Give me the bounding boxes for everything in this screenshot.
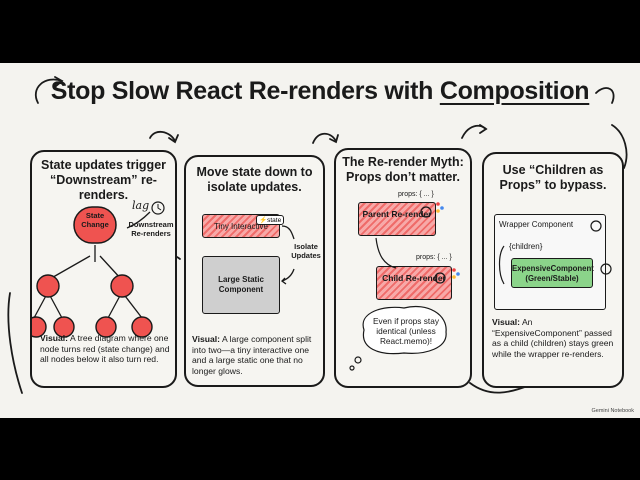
panel-4-caption: Visual: An “ExpensiveComponent” passed a… — [492, 317, 620, 359]
infographic-sheet: Stop Slow React Re-renders with Composit… — [0, 63, 640, 418]
caption-text: A tree diagram where one node turns red … — [40, 333, 170, 365]
wrapper-label: Wrapper Component — [499, 220, 574, 229]
state-tag: ⚡state — [256, 215, 285, 225]
arrow-2-to-3-head — [329, 134, 339, 144]
panel-move-state-down: Move state down to isolate updates. Tiny… — [184, 155, 325, 387]
panel-1-caption: Visual: A tree diagram where one node tu… — [40, 333, 176, 365]
tiny-interactive-box: Tiny Interactive — [202, 214, 280, 238]
wrapper-box: Wrapper Component {children} ExpensiveCo… — [494, 214, 606, 310]
large-static-box: Large Static Component — [202, 256, 280, 314]
tree-node — [36, 274, 60, 298]
title-arrow-left — [35, 78, 63, 104]
refresh-icon — [434, 272, 446, 284]
tree-node — [131, 316, 153, 338]
wrapper-decorations — [498, 220, 612, 285]
refresh-icon — [590, 220, 602, 232]
state-change-label: State Change — [81, 211, 109, 229]
caption-lead: Visual: — [492, 317, 521, 327]
tree-node — [53, 316, 75, 338]
title-main: Stop Slow React Re-renders with — [50, 77, 440, 105]
children-label: {children} — [509, 242, 543, 251]
panel-3-title: The Re-render Myth: Props don’t matter. — [342, 155, 464, 184]
state-change-node — [73, 206, 117, 244]
panel-rerender-myth: The Re-render Myth: Props don’t matter. … — [334, 148, 472, 388]
caption-lead: Visual: — [40, 333, 69, 343]
isolate-label: Isolate Updates — [291, 242, 321, 260]
tree-node — [32, 316, 47, 338]
brace — [498, 245, 505, 285]
page-title: Stop Slow React Re-renders with Composit… — [0, 77, 640, 106]
panel-children-as-props: Use “Children as Props” to bypass. Wrapp… — [482, 152, 624, 388]
large-static-label: Large Static Component — [218, 275, 264, 294]
thought-bubble — [362, 306, 447, 355]
caption-text: A large component split into two—a tiny … — [192, 334, 312, 376]
arrow-corner-right — [611, 124, 628, 169]
panel-1-title: State updates trigger “Downstream” re-re… — [40, 158, 167, 202]
tiny-interactive-label: Tiny Interactive — [214, 222, 268, 231]
isolate-arrows — [281, 225, 295, 285]
parent-label: Parent Re-render — [362, 209, 432, 219]
panel-downstream-rerenders: State updates trigger “Downstream” re-re… — [30, 150, 177, 388]
refresh-icon — [420, 206, 432, 218]
caption-lead: Visual: — [192, 334, 221, 344]
tree-node — [110, 274, 134, 298]
tree-node — [95, 316, 117, 338]
arrow-3-to-4-head — [479, 124, 488, 134]
refresh-icon — [600, 263, 612, 275]
expensive-box: ExpensiveComponent (Green/Stable) — [511, 258, 594, 288]
arrow-1-to-2-head — [168, 134, 179, 144]
clock-icon — [151, 201, 165, 215]
parent-box: Parent Re-render — [358, 202, 436, 236]
props-label-2: props: { ... } — [416, 254, 452, 261]
bubble-text: Even if props stay identical (unless Rea… — [373, 316, 439, 346]
downstream-label: Downstream Re-renders — [128, 220, 174, 238]
panel-4-title: Use “Children as Props” to bypass. — [499, 163, 607, 192]
lag-label: lag — [132, 199, 150, 212]
title-arrow-right — [595, 87, 615, 104]
state-tag-label: state — [267, 217, 282, 224]
panel-2-title: Move state down to isolate updates. — [196, 165, 313, 194]
arrow-bottom-left — [7, 292, 23, 394]
props-label-1: props: { ... } — [398, 191, 434, 198]
arrow-1-to-2 — [149, 131, 176, 142]
title-highlight: Composition — [439, 77, 590, 105]
tree-diagram — [32, 201, 165, 338]
child-label: Child Re-render — [382, 273, 446, 283]
arrow-2-to-3 — [312, 132, 337, 144]
myth-decorations — [349, 202, 460, 371]
panel-2-caption: Visual: A large component split into two… — [192, 334, 324, 376]
footer-brand: Gemini Notebook — [591, 408, 635, 414]
caption-text: An “ExpensiveComponent” passed as a chil… — [492, 317, 614, 359]
title-arrow-left-head — [54, 76, 64, 87]
expensive-label: ExpensiveComponent (Green/Stable) — [512, 264, 594, 283]
